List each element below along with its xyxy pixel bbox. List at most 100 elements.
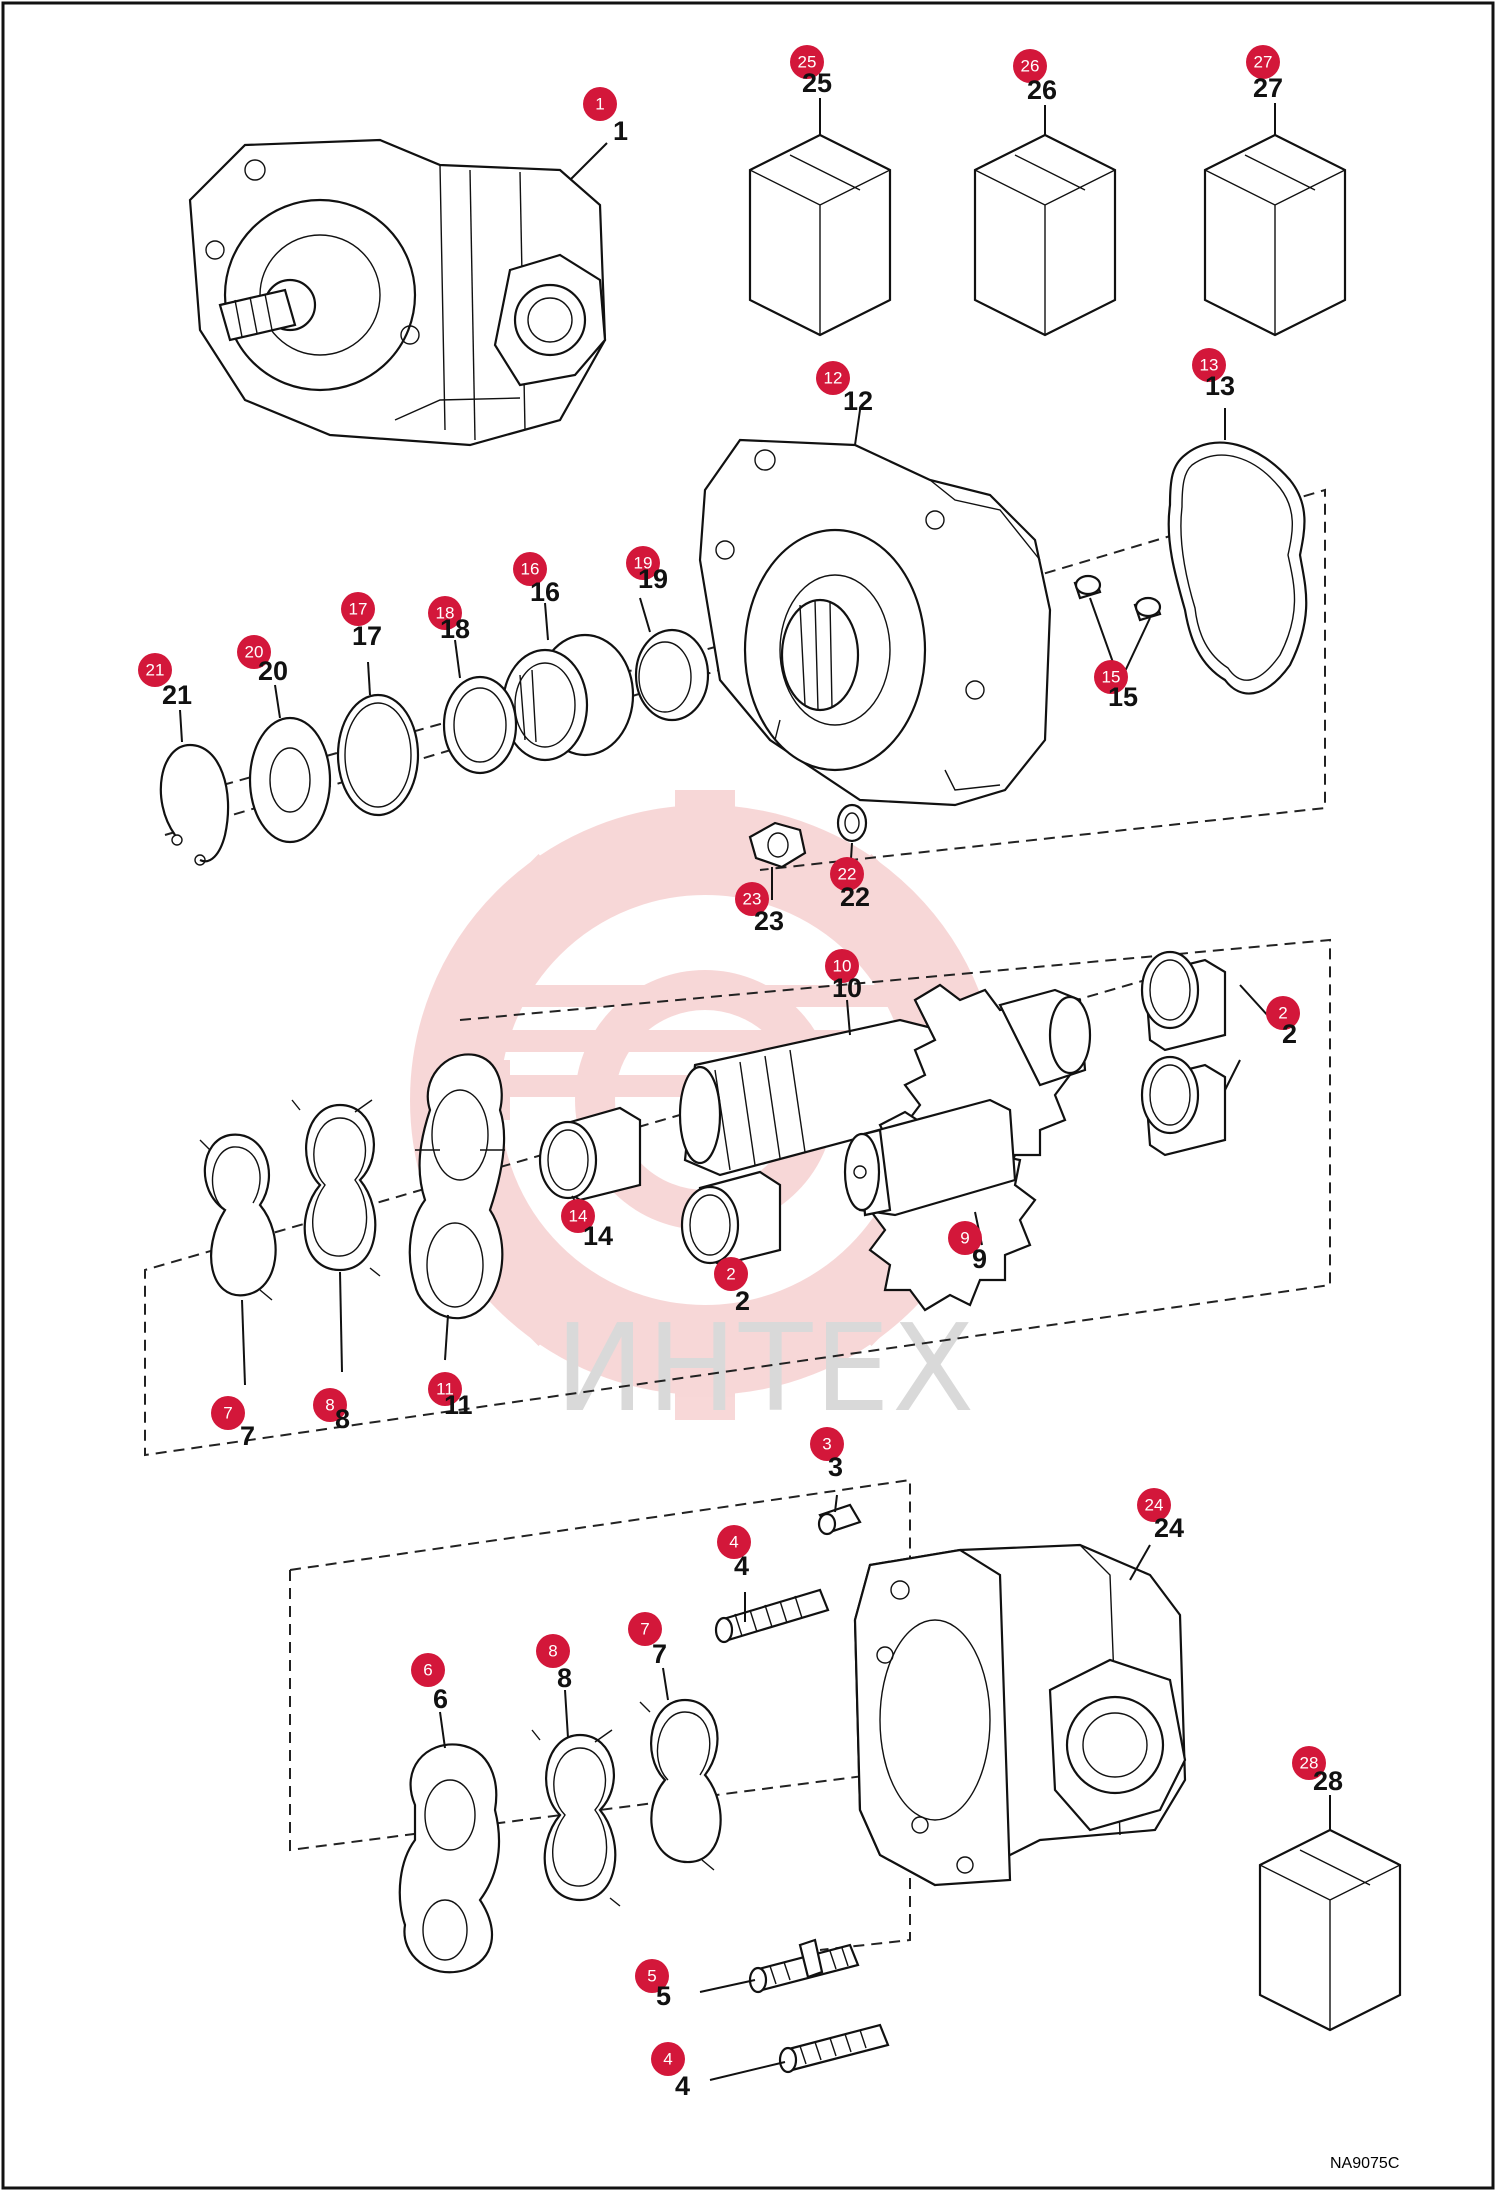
callout-number: 18 [440, 614, 470, 644]
callout-badge-number: 21 [146, 661, 165, 680]
callout-badge-number: 4 [729, 1533, 738, 1552]
part-25-kit-box [748, 133, 892, 337]
callout-badge-number: 27 [1254, 53, 1273, 72]
callout-badge-number: 22 [838, 865, 857, 884]
part-16-bearing [501, 633, 635, 762]
callout-badge-number: 3 [822, 1435, 831, 1454]
watermark-text: ИНТЕХ [555, 1300, 976, 1439]
part-8-figure-eight-seal-mid [291, 1099, 381, 1277]
callout-badge-number: 23 [743, 890, 762, 909]
callout-badge-number: 17 [349, 600, 368, 619]
part-3-dowel-pin [817, 1503, 862, 1536]
part-7-figure-eight-seal-bottom [639, 1698, 722, 1871]
callout-number: 8 [335, 1404, 350, 1434]
callout-badge [717, 1525, 751, 1559]
callout-badge [1137, 1488, 1171, 1522]
callout-badge-number: 2 [1278, 1004, 1287, 1023]
callout-badge [536, 1634, 570, 1668]
callout-7-bottom: 77 [628, 1612, 667, 1669]
callout-number: 15 [1108, 682, 1138, 712]
callout-number: 6 [433, 1684, 448, 1714]
callout-badge [948, 1221, 982, 1255]
callout-badge-number: 14 [569, 1207, 588, 1226]
part-9-driven-gear [843, 1098, 1037, 1312]
callout-badge [816, 361, 850, 395]
callout-badge [211, 1396, 245, 1430]
part-15-dowel-pins [1073, 574, 1162, 622]
part-22-washer [836, 803, 868, 843]
callout-number: 17 [352, 621, 382, 651]
part-17-o-ring [336, 693, 420, 817]
callout-badge [428, 1372, 462, 1406]
callout-badge [138, 653, 172, 687]
callout-number: 1 [613, 116, 628, 146]
part-5-stud [748, 1938, 860, 1994]
callout-badge [1192, 348, 1226, 382]
callout-number: 20 [258, 656, 288, 686]
callout-badge-number: 26 [1021, 57, 1040, 76]
callout-badge-number: 25 [798, 53, 817, 72]
part-21-retaining-ring [159, 743, 230, 866]
drawing-code: NA9075C [1330, 2155, 1399, 2172]
callout-badge-number: 24 [1145, 1496, 1164, 1515]
callout-number: 24 [1154, 1513, 1184, 1543]
callout-6: 66 [411, 1653, 448, 1714]
part-27-kit-box [1203, 133, 1347, 337]
callout-2-upper: 22 [1266, 996, 1300, 1049]
part-2-bushing-lower [680, 1170, 782, 1267]
callout-number: 2 [735, 1286, 750, 1316]
part-13-flange-seal [1167, 441, 1308, 695]
drawing-code-main: NA9075 [1330, 2155, 1388, 2172]
callout-number: 2 [1282, 1019, 1297, 1049]
callout-badge [513, 552, 547, 586]
callout-number: 23 [754, 906, 784, 936]
part-12-mounting-flange [698, 438, 1052, 807]
callout-number: 7 [652, 1639, 667, 1669]
callout-badge [790, 45, 824, 79]
callout-number: 14 [583, 1221, 613, 1251]
callout-badge [341, 592, 375, 626]
callout-number: 11 [444, 1390, 473, 1420]
callout-badge-number: 18 [436, 604, 455, 623]
callout-badge [1266, 996, 1300, 1030]
callout-badge-number: 6 [423, 1661, 432, 1680]
callout-badge [626, 546, 660, 580]
part-2-bushing-lower-right [1140, 1055, 1227, 1157]
callout-badge-number: 28 [1300, 1754, 1319, 1773]
callout-badge-number: 8 [548, 1642, 557, 1661]
callout-7-mid: 77 [211, 1396, 255, 1451]
callout-badge [428, 596, 462, 630]
callout-badge [735, 882, 769, 916]
callout-badge [830, 857, 864, 891]
callout-badge [1094, 660, 1128, 694]
callout-number: 7 [240, 1421, 255, 1451]
callout-badge-number: 7 [640, 1620, 649, 1639]
callout-badge-number: 16 [521, 560, 540, 579]
part-14-bushing [538, 1106, 642, 1202]
callout-badge [561, 1199, 595, 1233]
part-7-figure-eight-seal-mid [199, 1133, 277, 1301]
part-24-rear-housing [853, 1543, 1187, 1887]
callout-badge [411, 1653, 445, 1687]
callout-badge-number: 2 [726, 1265, 735, 1284]
callout-badge-number: 4 [663, 2050, 672, 2069]
callout-number: 3 [828, 1452, 843, 1482]
callout-badge [1246, 45, 1280, 79]
callout-9: 99 [948, 1221, 987, 1274]
callout-number: 9 [972, 1244, 987, 1274]
callout-number: 5 [656, 1981, 671, 2011]
part-19-seal-ring [634, 628, 710, 722]
callout-badge-number: 15 [1102, 668, 1121, 687]
callout-badge [810, 1427, 844, 1461]
leader-lines [179, 98, 1331, 2081]
